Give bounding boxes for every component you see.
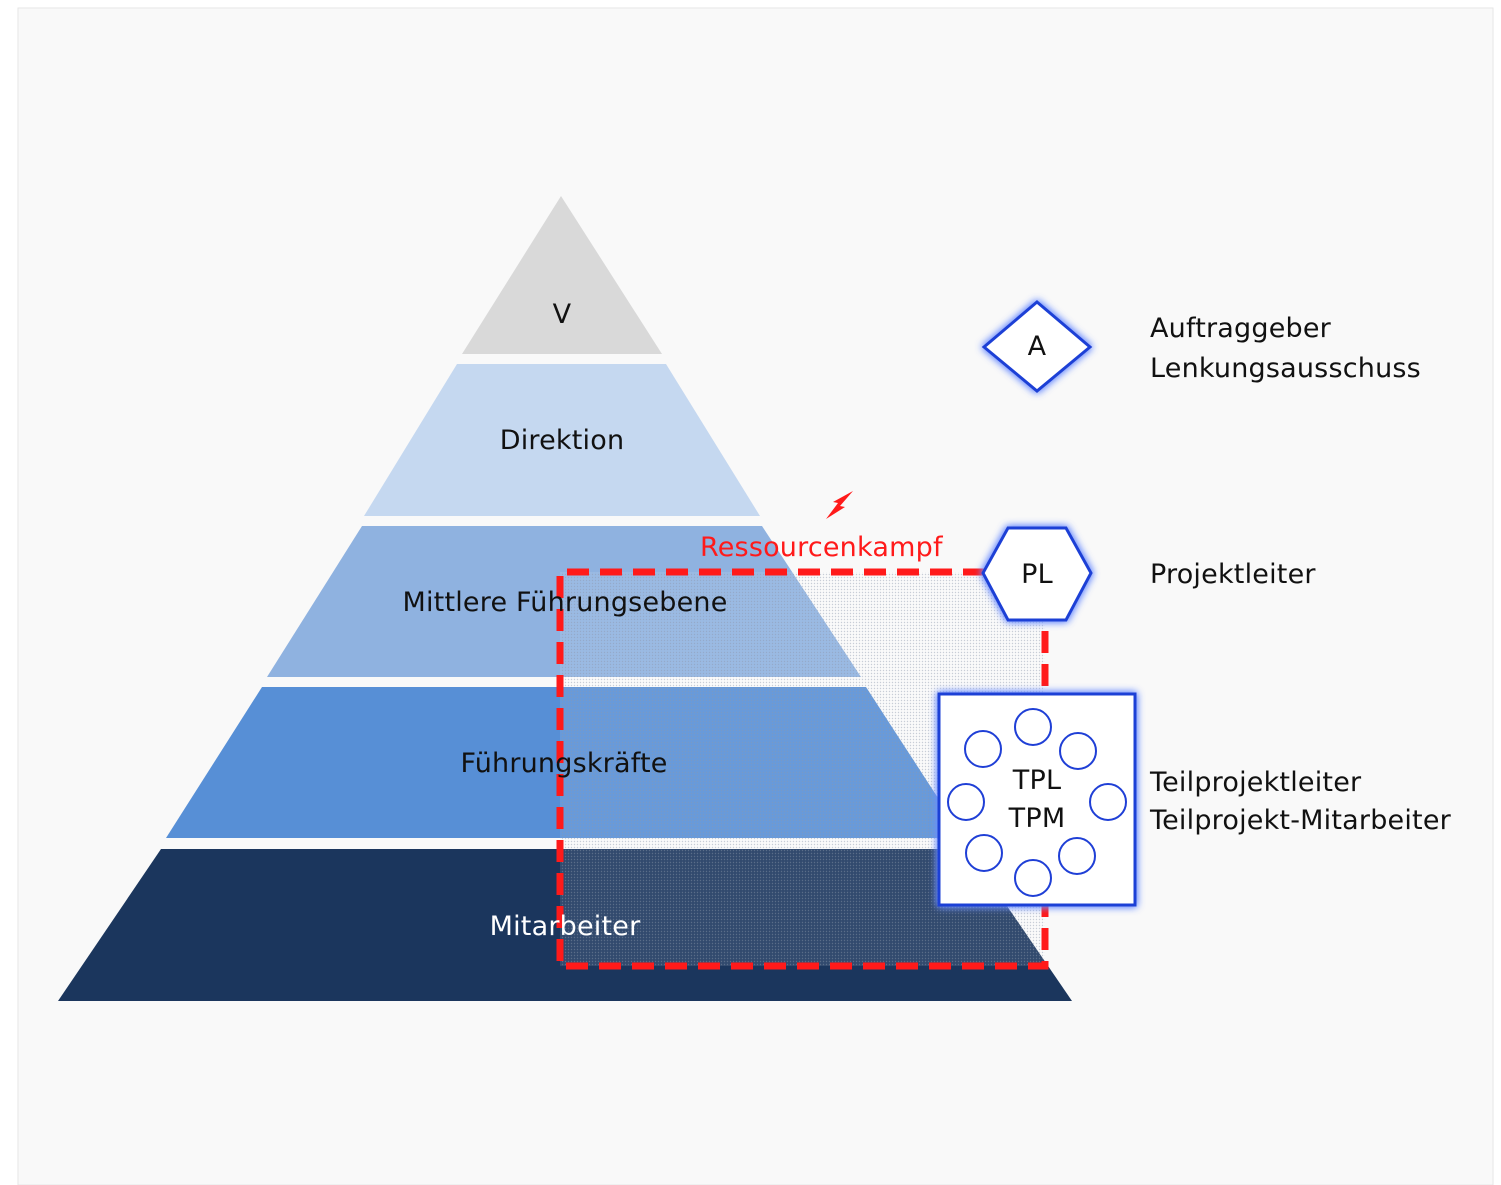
auftraggeber-label: Auftraggeber (1150, 313, 1331, 344)
team-member-circle (1059, 732, 1097, 770)
pyramid-label-mitarbeiter: Mitarbeiter (489, 911, 641, 942)
team-member-circle (1058, 837, 1096, 875)
teilprojekt-box (937, 692, 1137, 907)
team-member-circles (947, 708, 1127, 897)
lenkungsausschuss-label: Lenkungsausschuss (1150, 353, 1421, 384)
auftraggeber-diamond (981, 300, 1093, 393)
pyramid-level-direktion (364, 364, 760, 516)
ressourcenkampf-boundary (556, 568, 1049, 970)
team-member-circle (1014, 859, 1052, 897)
pyramid-label-fuehrungskraefte: Führungskräfte (460, 748, 668, 779)
projektleiter-hexagon (981, 526, 1093, 622)
auftraggeber-symbol: A (1027, 331, 1047, 362)
ressourcenkampf-label: Ressourcenkampf (700, 532, 943, 563)
pyramid-label-direktion: Direktion (499, 425, 625, 456)
teilprojekt-mitarbeiter-label: Teilprojekt-Mitarbeiter (1150, 805, 1451, 836)
teilprojektleiter-label: Teilprojektleiter (1150, 767, 1362, 798)
pyramid-label-mittlere-fuehrungsebene: Mittlere Führungsebene (402, 587, 728, 618)
teilprojekt-symbol-tpl: TPL (1012, 765, 1062, 796)
pyramid-label-v: V (552, 299, 572, 330)
pyramid-level-v (462, 196, 662, 354)
team-member-circle (1014, 708, 1052, 746)
team-member-circle (964, 730, 1002, 768)
team-member-circle (1089, 783, 1127, 821)
lightning-icon (826, 491, 853, 519)
team-member-circle (947, 783, 985, 821)
projektleiter-symbol: PL (1021, 559, 1053, 590)
team-member-circle (965, 834, 1003, 872)
projektleiter-label: Projektleiter (1150, 559, 1316, 590)
teilprojekt-symbol-tpm: TPM (1008, 803, 1066, 834)
